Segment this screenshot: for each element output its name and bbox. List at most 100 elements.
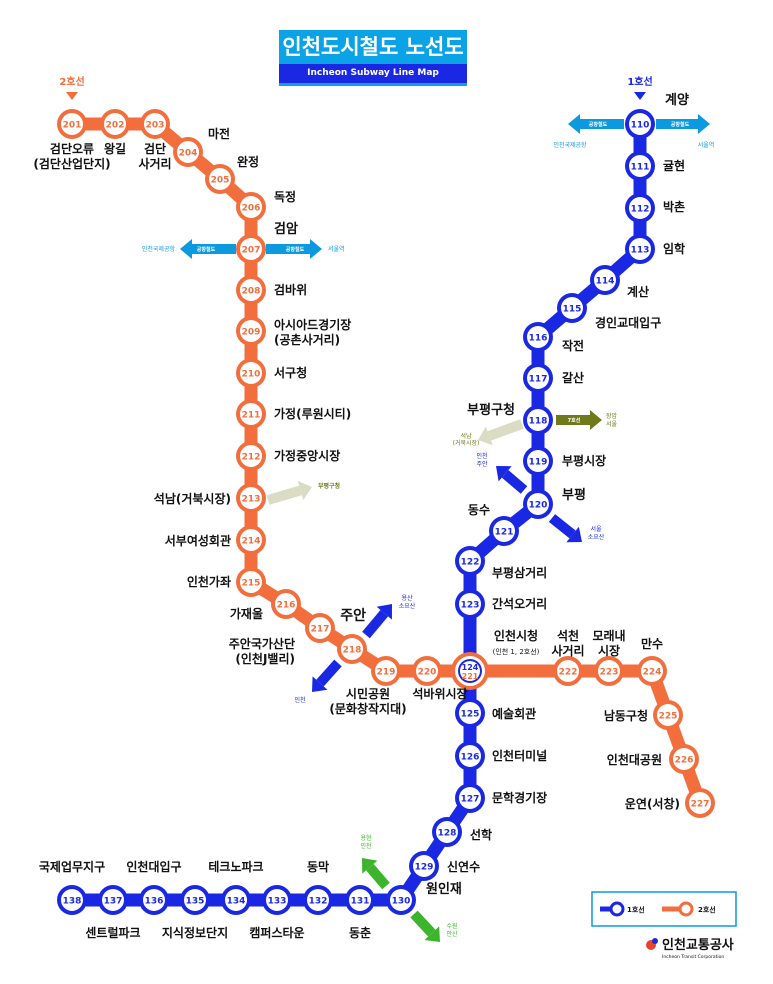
line1-tag: 1호선 <box>627 75 652 88</box>
label-216: 가재울 <box>230 606 263 621</box>
station-217-code: 217 <box>311 625 330 635</box>
label-218: 주안 <box>340 607 366 624</box>
station-114-code: 114 <box>596 277 615 287</box>
station-203-core <box>144 113 166 135</box>
station-133-core <box>266 889 288 911</box>
map-subtitle: Incheon Subway Line Map <box>279 64 467 83</box>
gyeyang-airport-label-right: 공항철도 <box>671 121 690 128</box>
station-223-core <box>598 660 620 682</box>
airport-label-left: 공항철도 <box>197 246 216 253</box>
station-209-core <box>240 320 262 342</box>
station-220-core <box>416 660 438 682</box>
juan-arrow-up-head <box>376 604 392 620</box>
station-212-core <box>240 445 262 467</box>
station-203-code: 203 <box>146 121 165 131</box>
station-136-core <box>143 889 165 911</box>
station-127-core <box>459 787 481 809</box>
juan-arrow-down-head <box>312 676 328 692</box>
legend-line2-dot <box>678 901 694 917</box>
label-213: 석남(거북시장) <box>154 491 231 506</box>
station-129-core <box>413 855 435 877</box>
label-114: 계산 <box>627 284 649 299</box>
station-207-code: 207 <box>242 246 261 256</box>
station-225-code: 225 <box>659 712 678 722</box>
map-title: 인천도시철도 노선도 <box>279 30 467 64</box>
station-201-core <box>61 113 83 135</box>
station-219-core <box>375 660 397 682</box>
station-132-core <box>307 889 329 911</box>
station-134-code: 134 <box>227 897 246 907</box>
bupyeong-arrow-down-head <box>566 526 582 543</box>
seoknam-arrow-shaft <box>266 485 302 505</box>
label-206: 독정 <box>274 189 296 204</box>
station-208-code: 208 <box>242 287 261 297</box>
label-118: 부평구청 <box>467 402 515 418</box>
label-121: 동수 <box>468 503 490 517</box>
station-208-core <box>240 279 262 301</box>
station-206-code: 206 <box>242 204 261 214</box>
station-224-core <box>641 660 663 682</box>
label-209: 아시아드경기장(공촌사거리) <box>274 317 351 347</box>
station-117-core <box>527 367 549 389</box>
station-133-code: 133 <box>268 897 287 907</box>
label-137: 센트럴파크 <box>85 925 140 940</box>
label-215: 인천가좌 <box>187 574 231 589</box>
station-217-core <box>309 617 331 639</box>
station-212-code: 212 <box>242 453 261 463</box>
station-219-code: 219 <box>377 668 396 678</box>
station-205-core <box>209 168 231 190</box>
station-205-code: 205 <box>211 176 230 186</box>
station-211-code: 211 <box>242 411 261 421</box>
station-206-core <box>240 196 262 218</box>
station-215-core <box>240 571 262 593</box>
label-136: 인천대입구 <box>126 859 181 874</box>
label-219: 시민공원(문화창작지대) <box>329 686 406 716</box>
station-226-core <box>673 748 695 770</box>
station-111-code: 111 <box>631 163 650 173</box>
gyeyang-airport-dest-right: 서울역 <box>698 141 715 149</box>
hub-code-bottom: 221 <box>462 672 479 681</box>
station-207-core <box>240 238 262 260</box>
seoknam-arrow-head <box>297 480 312 500</box>
logo-sub: Incheon Transit Corporation <box>662 954 724 960</box>
station-114-core <box>594 269 616 291</box>
station-214-code: 214 <box>242 537 261 547</box>
legend-line2-label: 2호선 <box>698 905 716 914</box>
label-226: 인천대공원 <box>607 752 662 767</box>
station-130-code: 130 <box>392 897 411 907</box>
station-125-code: 125 <box>461 710 480 720</box>
label-210: 서구청 <box>274 365 307 380</box>
airport-dest-right: 서울역 <box>328 245 345 253</box>
juan-arrow-down-shaft <box>316 659 342 687</box>
station-138-code: 138 <box>63 897 82 907</box>
station-115-core <box>561 297 583 319</box>
station-111-core <box>629 155 651 177</box>
suin-arrow-down-shaft <box>410 910 436 937</box>
station-201-code: 201 <box>63 121 82 131</box>
station-127-code: 127 <box>461 795 480 805</box>
label-134: 테크노파크 <box>208 859 263 874</box>
station-226-code: 226 <box>675 756 694 766</box>
suin-arrow-up-head <box>362 858 378 874</box>
label-116: 작전 <box>562 338 584 353</box>
station-131-core <box>349 889 371 911</box>
station-115-code: 115 <box>563 305 582 315</box>
station-204-code: 204 <box>179 149 198 159</box>
station-116-code: 116 <box>529 334 548 344</box>
station-117-code: 117 <box>529 375 548 385</box>
station-227-core <box>689 792 711 814</box>
label-132: 동막 <box>307 860 329 874</box>
station-210-code: 210 <box>242 370 261 380</box>
station-118-code: 118 <box>529 417 548 427</box>
label-122: 부평삼거리 <box>492 565 547 580</box>
station-123-core <box>459 593 481 615</box>
station-220-code: 220 <box>418 668 437 678</box>
gyeyang-airport-arrow-right-head <box>698 114 710 134</box>
station-210-core <box>240 362 262 384</box>
airport-dest-left: 인천국제공항 <box>142 245 176 253</box>
label-110: 계양 <box>665 93 689 108</box>
